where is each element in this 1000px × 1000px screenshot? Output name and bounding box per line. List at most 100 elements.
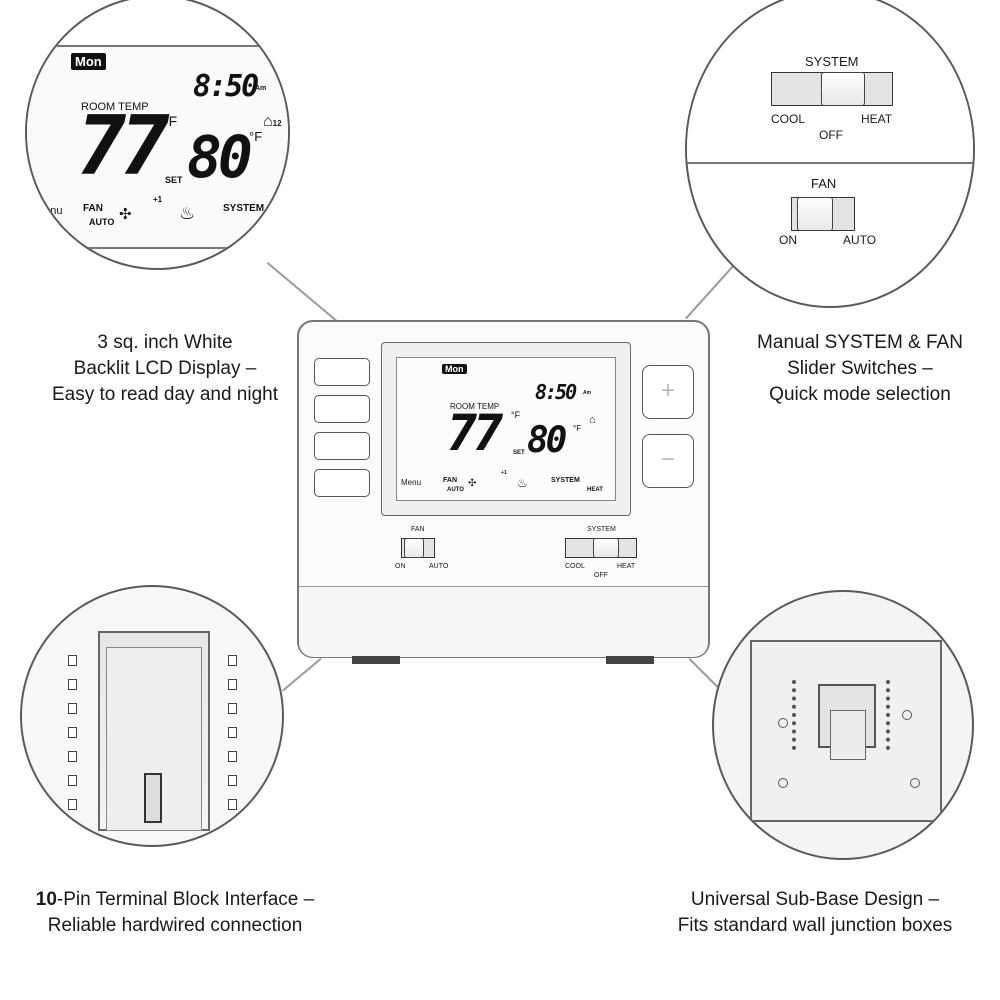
- fan-switch-title: FAN: [811, 176, 837, 191]
- fan-auto-switch-label: AUTO: [843, 233, 877, 247]
- subbase-screw-hole-tr: [902, 710, 912, 720]
- system-cool-label: COOL: [771, 112, 806, 126]
- system-off-label: OFF: [819, 128, 843, 142]
- caption-terminal: 10-Pin Terminal Block Interface – Reliab…: [0, 887, 350, 939]
- house-number: 12: [272, 119, 282, 128]
- plus-one-label: +1: [153, 195, 163, 204]
- subbase-left-slots: [792, 680, 804, 750]
- pin-right-7: [228, 799, 237, 810]
- subbase-right-slots: [886, 680, 898, 750]
- foot-left: [352, 656, 400, 664]
- menu-button-2[interactable]: [314, 395, 370, 423]
- pin-right-3: [228, 703, 237, 714]
- connector-line-top-left: [266, 262, 337, 322]
- lcd-system: SYSTEM: [551, 477, 580, 484]
- caption-display-line1: 3 sq. inch White: [97, 332, 233, 353]
- caption-terminal-rest: -Pin Terminal Block Interface –: [56, 889, 315, 910]
- caption-switches-line3: Quick mode selection: [769, 384, 951, 405]
- pin-left-3: [68, 703, 77, 714]
- fan-label: FAN: [83, 203, 103, 214]
- system-switch-title: SYSTEM: [805, 54, 859, 69]
- lcd-room-temp: 77: [447, 404, 503, 462]
- clock-ampm: Am: [255, 85, 267, 92]
- system-switch-knob[interactable]: [821, 72, 865, 106]
- pin-left-2: [68, 679, 77, 690]
- caption-switches-line1: Manual SYSTEM & FAN: [757, 332, 963, 353]
- caption-display-line2: Backlit LCD Display –: [73, 358, 257, 379]
- lcd-fan: FAN: [443, 477, 457, 484]
- small-fan-title: FAN: [411, 526, 425, 533]
- foot-right: [606, 656, 654, 664]
- small-fan-on: ON: [395, 563, 406, 570]
- menu-label: Menu: [35, 205, 63, 217]
- small-fan-knob[interactable]: [404, 538, 424, 558]
- pin-right-5: [228, 751, 237, 762]
- set-label: SET: [165, 175, 183, 185]
- house-icon: ⌂12: [263, 113, 282, 130]
- fan-switch-knob[interactable]: [797, 197, 833, 231]
- lcd-flame-icon: ♨: [517, 476, 528, 490]
- caption-switches: Manual SYSTEM & FAN Slider Switches – Qu…: [715, 330, 1000, 408]
- lcd-day-badge: Mon: [442, 364, 467, 374]
- caption-subbase-line2: Fits standard wall junction boxes: [677, 915, 953, 936]
- day-badge: Mon: [71, 53, 106, 70]
- pin-left-4: [68, 727, 77, 738]
- lcd-plus-one: +1: [501, 470, 507, 476]
- subbase-screw-hole-tl: [778, 718, 788, 728]
- set-temp-value: 80: [187, 123, 253, 191]
- small-system-off: OFF: [594, 572, 608, 579]
- caption-switches-line2: Slider Switches –: [787, 358, 933, 379]
- pin-right-4: [228, 727, 237, 738]
- lcd-set-temp: 80: [527, 420, 567, 461]
- pin-right-2: [228, 679, 237, 690]
- lcd-ampm: Am: [583, 390, 592, 396]
- lcd-screen: Mon 8:50 Am ROOM TEMP 77 °F SET 80 °F ⌂ …: [396, 357, 616, 501]
- heat-label: HEAT: [265, 219, 289, 229]
- thermostat-body: + − Mon 8:50 Am ROOM TEMP 77 °F SET 80 °…: [297, 320, 710, 658]
- lcd-set-unit: °F: [573, 424, 582, 433]
- caption-subbase: Universal Sub-Base Design – Fits standar…: [640, 887, 990, 939]
- lcd-set-label: SET: [513, 450, 525, 456]
- small-system-heat: HEAT: [617, 563, 636, 570]
- set-temp-unit: °F: [249, 129, 263, 144]
- caption-display: 3 sq. inch White Backlit LCD Display – E…: [20, 330, 310, 408]
- room-temp-value: 77: [77, 99, 170, 194]
- room-temp-unit: °F: [163, 113, 178, 129]
- caption-terminal-line2: Reliable hardwired connection: [47, 915, 303, 936]
- connector-line-bottom-right: [688, 658, 719, 688]
- lcd-zoom-circle: Mon 8:50 Am ROOM TEMP 77 °F SET 80 °F ⌂1…: [25, 0, 290, 270]
- terminal-clip: [144, 773, 162, 823]
- pin-left-1: [68, 655, 77, 666]
- room-temp-label: ROOM TEMP: [81, 101, 149, 113]
- connector-line-top-right: [685, 265, 734, 320]
- lcd-zoom-screen: Mon 8:50 Am ROOM TEMP 77 °F SET 80 °F ⌂1…: [27, 45, 289, 249]
- caption-terminal-bold: 10: [35, 889, 57, 910]
- menu-button-1[interactable]: [314, 358, 370, 386]
- subbase-lower-cutout: [830, 710, 866, 760]
- subbase-screw-hole-br: [910, 778, 920, 788]
- increase-temp-button[interactable]: +: [642, 365, 694, 419]
- lcd-clock: 8:50: [535, 380, 577, 404]
- minus-icon: −: [660, 446, 675, 473]
- clock-time: 8:50: [193, 69, 259, 104]
- menu-button-4[interactable]: [314, 469, 370, 497]
- terminal-zoom-circle: [20, 585, 284, 847]
- connector-line-bottom-left: [282, 657, 322, 692]
- subbase-zoom-circle: [712, 590, 974, 860]
- small-system-cool: COOL: [565, 563, 585, 570]
- small-system-title: SYSTEM: [587, 526, 616, 533]
- thermostat-bottom-panel: [299, 586, 708, 657]
- pin-left-5: [68, 751, 77, 762]
- caption-terminal-line1: 10-Pin Terminal Block Interface –: [0, 887, 350, 913]
- pin-left-7: [68, 799, 77, 810]
- small-system-knob[interactable]: [593, 538, 619, 558]
- fan-auto-label: AUTO: [89, 217, 115, 227]
- lcd-fan-auto: AUTO: [447, 487, 464, 493]
- small-fan-auto: AUTO: [429, 563, 449, 570]
- menu-button-3[interactable]: [314, 432, 370, 460]
- switches-zoom-circle: SYSTEM COOL HEAT OFF FAN ON AUTO: [685, 0, 975, 308]
- decrease-temp-button[interactable]: −: [642, 434, 694, 488]
- lcd-fan-icon: ✣: [468, 478, 477, 489]
- lcd-room-temp-label: ROOM TEMP: [450, 402, 500, 411]
- pin-left-6: [68, 775, 77, 786]
